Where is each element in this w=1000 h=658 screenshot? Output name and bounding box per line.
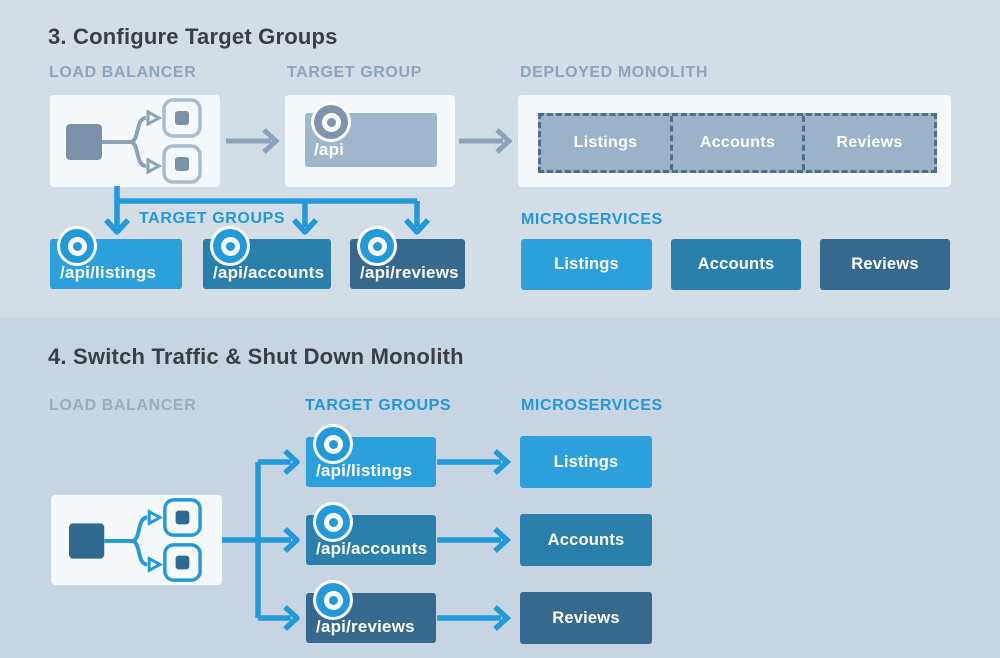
target-group-icon [60,229,94,263]
panel-configure-target-groups: 3. Configure Target Groups LOAD BALANCER… [0,0,1000,318]
panel-switch-traffic: 4. Switch Traffic & Shut Down Monolith L… [0,318,1000,658]
target-group-label-reviews: /api/reviews [316,617,415,636]
load-balancer-label: LOAD BALANCER [49,397,197,414]
target-group-icon [360,229,394,263]
target-group-icon [316,583,350,617]
api-target-group: /api [305,105,437,167]
deployed-monolith-box: Listings Accounts Reviews [518,95,951,187]
load-balancer-icon [66,98,202,184]
load-balancer-label: LOAD BALANCER [49,64,197,81]
monolith-container: Listings Accounts Reviews [538,113,937,173]
target-group-label-reviews: /api/reviews [360,263,459,282]
monolith-segment-accounts: Accounts [670,116,802,170]
target-group-icon [316,505,350,539]
target-group-label-accounts: /api/accounts [213,263,325,282]
microservices-label: MICROSERVICES [521,211,663,228]
microservice-box-reviews: Reviews [520,592,652,644]
microservice-box-accounts: Accounts [671,239,801,290]
target-group-box: /api [285,95,455,187]
microservice-box-accounts: Accounts [520,514,652,566]
target-group-box-listings: /api/listings [50,229,182,289]
microservice-box-listings: Listings [520,436,652,488]
microservice-box-listings: Listings [521,239,652,290]
target-group-box-accounts: /api/accounts [203,229,331,289]
load-balancer-icon [69,498,202,582]
target-group-icon [213,229,247,263]
target-group-label-listings: /api/listings [316,461,413,480]
target-groups-label: TARGET GROUPS [139,210,286,227]
panel-configure-title: 3. Configure Target Groups [48,24,338,49]
target-group-box-reviews: /api/reviews [306,583,436,643]
target-group-icon [314,105,348,139]
microservice-box-reviews: Reviews [820,239,950,290]
target-group-label-listings: /api/listings [60,263,157,282]
load-balancer-box [51,495,222,585]
panel-switch-title: 4. Switch Traffic & Shut Down Monolith [48,344,464,369]
monolith-segment-reviews: Reviews [802,116,934,170]
monolith-segment-listings: Listings [573,134,638,151]
target-group-icon [316,427,350,461]
target-group-box-accounts: /api/accounts [306,505,436,565]
load-balancer-box [50,95,220,187]
microservices-label: MICROSERVICES [521,397,663,414]
api-target-group-label: /api [314,140,345,159]
target-groups-label: TARGET GROUPS [305,397,452,414]
target-group-box-listings: /api/listings [306,427,436,487]
target-group-box-reviews: /api/reviews [350,229,465,289]
target-group-label: TARGET GROUP [287,64,422,81]
deployed-monolith-label: DEPLOYED MONOLITH [520,64,708,81]
target-group-label-accounts: /api/accounts [316,539,428,558]
